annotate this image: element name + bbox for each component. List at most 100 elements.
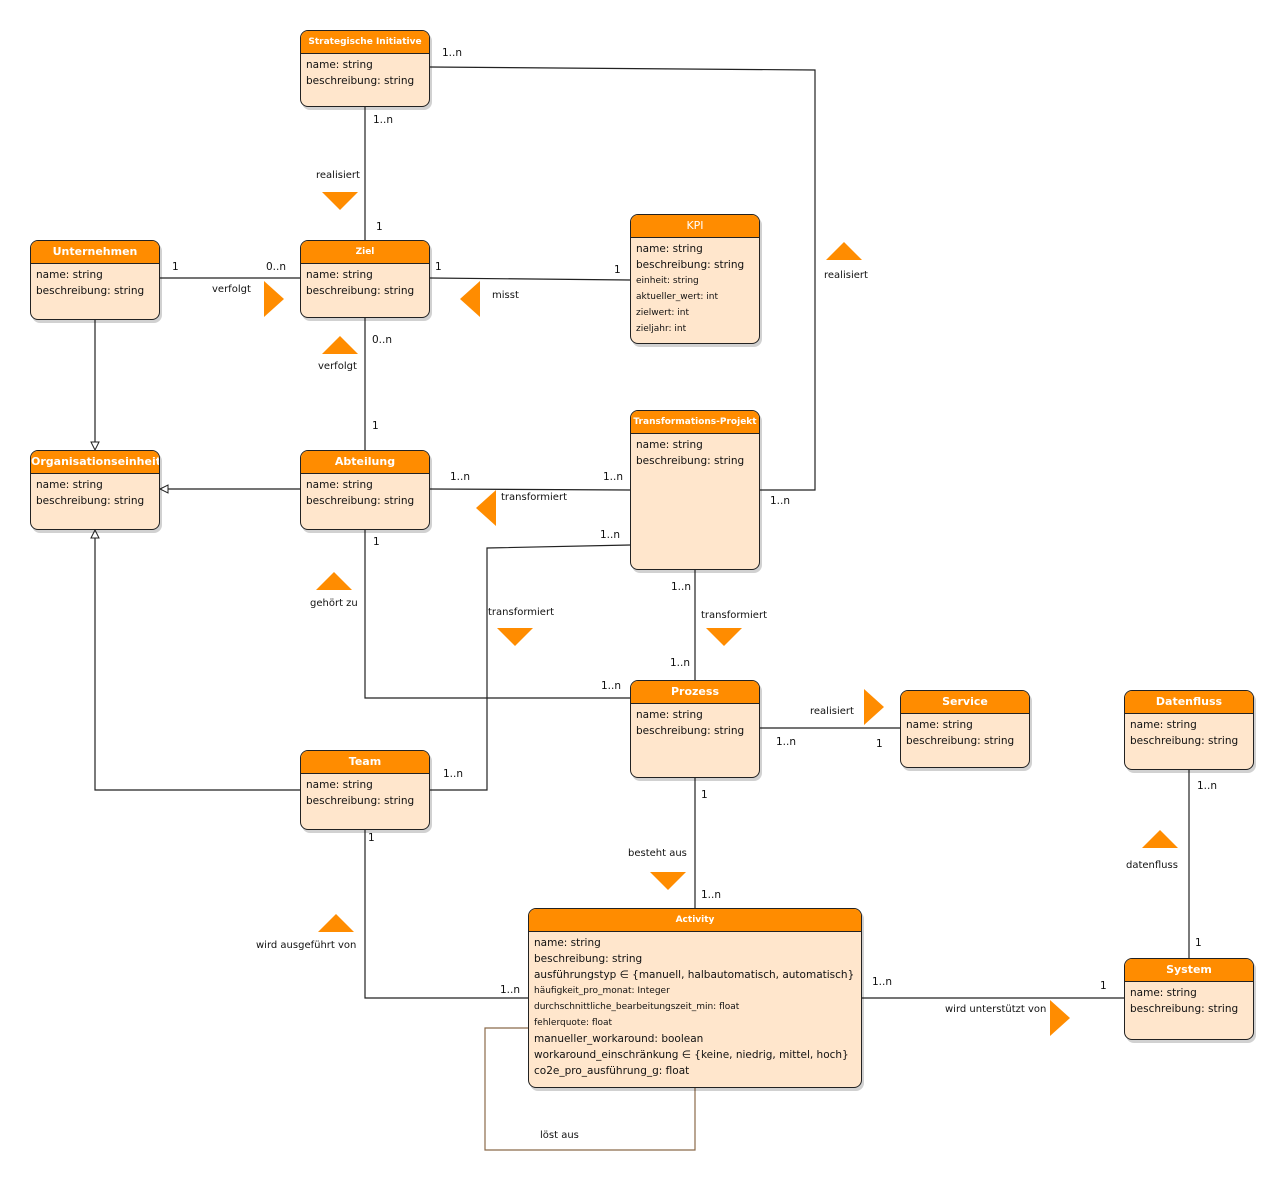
association-label: transformiert xyxy=(488,607,554,618)
class-attribute: aktueller_wert: int xyxy=(636,292,718,302)
multiplicity-label: 1..n xyxy=(776,736,797,748)
generalization-arrowhead xyxy=(90,441,100,452)
class-attribute: beschreibung: string xyxy=(906,735,1015,747)
class-attribute: name: string xyxy=(636,243,703,255)
multiplicity-label: 1 xyxy=(172,261,179,273)
class-title: Strategische Initiative xyxy=(301,31,429,54)
multiplicity-label: 1..n xyxy=(701,889,722,901)
class-attribute: beschreibung: string xyxy=(636,725,745,737)
multiplicity-label: 1 xyxy=(372,420,379,432)
direction-arrow-left xyxy=(460,281,480,317)
multiplicity-label: 1 xyxy=(876,738,883,750)
class-title: Service xyxy=(901,691,1029,714)
class-service[interactable]: Service name: string beschreibung: strin… xyxy=(900,690,1030,768)
association-label: löst aus xyxy=(540,1130,579,1141)
class-ziel[interactable]: Ziel name: string beschreibung: string xyxy=(300,240,430,318)
class-strategische-initiative[interactable]: Strategische Initiative name: string bes… xyxy=(300,30,430,107)
direction-arrow-up xyxy=(322,336,358,354)
multiplicity-label: 1..n xyxy=(443,768,464,780)
class-attribute: zielwert: int xyxy=(636,308,690,318)
direction-arrow-right xyxy=(264,281,284,317)
class-kpi[interactable]: KPI name: string beschreibung: string ei… xyxy=(630,214,760,344)
direction-arrow-down xyxy=(706,628,742,646)
class-title: Transformations-Projekt xyxy=(631,411,759,434)
multiplicity-label: 1 xyxy=(435,261,442,273)
multiplicity-label: 1..n xyxy=(450,471,471,483)
direction-arrow-down xyxy=(650,872,686,890)
edge-ziel-kpi xyxy=(429,277,631,281)
class-attribute: name: string xyxy=(306,269,373,281)
edge-activity-self-loop xyxy=(484,1027,696,1151)
class-title: Organisationseinheit xyxy=(31,451,159,474)
direction-arrow-up xyxy=(1142,830,1178,848)
multiplicity-label: 1..n xyxy=(442,47,463,59)
class-attribute: beschreibung: string xyxy=(306,795,415,807)
class-attribute: häufigkeit_pro_monat: Integer xyxy=(534,986,670,996)
multiplicity-label: 1..n xyxy=(600,529,621,541)
class-attribute: beschreibung: string xyxy=(306,75,415,87)
class-datenfluss[interactable]: Datenfluss name: string beschreibung: st… xyxy=(1124,690,1254,770)
association-label: realisiert xyxy=(316,170,360,181)
class-attribute: beschreibung: string xyxy=(36,285,145,297)
multiplicity-label: 1..n xyxy=(373,114,394,126)
class-prozess[interactable]: Prozess name: string beschreibung: strin… xyxy=(630,680,760,778)
class-unternehmen[interactable]: Unternehmen name: string beschreibung: s… xyxy=(30,240,160,320)
direction-arrow-left xyxy=(476,490,496,526)
edge-abteilung-prozess xyxy=(364,530,630,699)
direction-arrow-right xyxy=(864,689,884,725)
multiplicity-label: 1 xyxy=(1100,980,1107,992)
class-attribute: einheit: string xyxy=(636,276,699,286)
class-system[interactable]: System name: string beschreibung: string xyxy=(1124,958,1254,1040)
class-title: Ziel xyxy=(301,241,429,264)
multiplicity-label: 1 xyxy=(701,789,708,801)
class-attribute: durchschnittliche_bearbeitungszeit_min: … xyxy=(534,1002,740,1012)
multiplicity-label: 1..n xyxy=(601,680,622,692)
class-title: Datenfluss xyxy=(1125,691,1253,714)
multiplicity-label: 1..n xyxy=(500,984,521,996)
association-label: transformiert xyxy=(701,610,767,621)
class-title: Team xyxy=(301,751,429,774)
association-label: gehört zu xyxy=(310,598,358,609)
direction-arrow-right xyxy=(1050,1000,1070,1036)
association-label: datenfluss xyxy=(1126,860,1178,871)
multiplicity-label: 1 xyxy=(614,264,621,276)
class-attribute: fehlerquote: float xyxy=(534,1018,613,1028)
class-attribute: ausführungstyp ∈ {manuell, halbautomatis… xyxy=(534,969,855,981)
direction-arrow-up xyxy=(826,242,862,260)
class-attribute: name: string xyxy=(1130,719,1197,731)
class-attribute: beschreibung: string xyxy=(1130,735,1239,747)
direction-arrow-up xyxy=(318,914,354,932)
multiplicity-label: 1 xyxy=(368,832,375,844)
multiplicity-label: 0..n xyxy=(372,334,393,346)
multiplicity-label: 1..n xyxy=(770,495,791,507)
multiplicity-label: 1 xyxy=(376,221,383,233)
multiplicity-label: 1..n xyxy=(670,657,691,669)
association-label: realisiert xyxy=(810,706,854,717)
edge-team-orgeinheit xyxy=(94,538,300,791)
class-attribute: name: string xyxy=(36,269,103,281)
edge-tp-team xyxy=(430,544,631,791)
class-attribute: workaround_einschränkung ∈ {keine, niedr… xyxy=(534,1049,849,1061)
class-attribute: beschreibung: string xyxy=(36,495,145,507)
class-activity[interactable]: Activity name: string beschreibung: stri… xyxy=(528,908,862,1088)
association-label: misst xyxy=(492,290,519,301)
class-team[interactable]: Team name: string beschreibung: string xyxy=(300,750,430,830)
class-attribute: beschreibung: string xyxy=(636,455,745,467)
class-title: Activity xyxy=(529,909,861,932)
class-attribute: name: string xyxy=(306,779,373,791)
generalization-arrowhead xyxy=(158,484,169,494)
multiplicity-label: 1..n xyxy=(872,976,893,988)
class-attribute: zieljahr: int xyxy=(636,324,687,334)
association-label: wird ausgeführt von xyxy=(256,940,357,951)
class-abteilung[interactable]: Abteilung name: string beschreibung: str… xyxy=(300,450,430,530)
multiplicity-label: 1 xyxy=(1195,937,1202,949)
class-attribute: beschreibung: string xyxy=(1130,1003,1239,1015)
class-organisationseinheit[interactable]: Organisationseinheit name: string beschr… xyxy=(30,450,160,530)
association-label: besteht aus xyxy=(628,848,687,859)
class-transformations-projekt[interactable]: Transformations-Projekt name: string bes… xyxy=(630,410,760,570)
multiplicity-label: 1..n xyxy=(1197,780,1218,792)
class-attribute: name: string xyxy=(906,719,973,731)
generalization-arrowhead xyxy=(90,528,100,539)
